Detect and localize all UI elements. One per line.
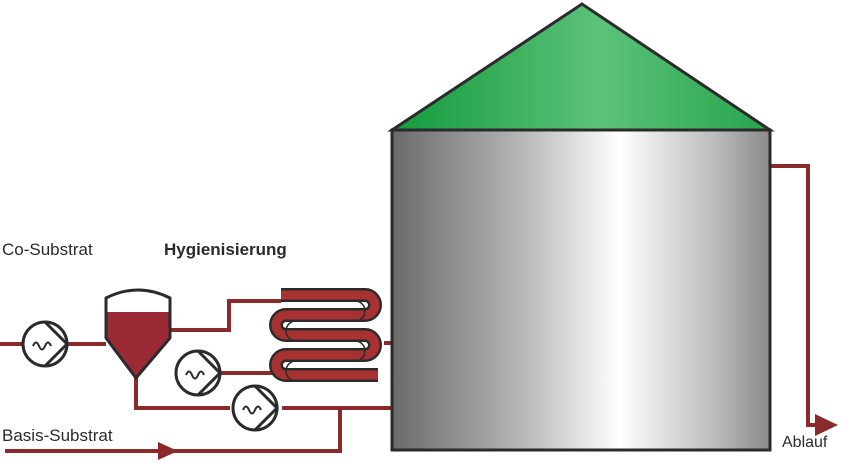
hygienization-tank-icon [104, 288, 172, 380]
digester-roof [387, 2, 775, 132]
co-substrate-label: Co-Substrat [2, 240, 93, 259]
pump-icon [21, 320, 70, 368]
outflow-label: Ablauf [782, 434, 828, 451]
pipes [0, 164, 818, 453]
hygienization-label: Hygienisierung [164, 240, 287, 259]
digester-body [390, 128, 772, 452]
pump-icon [174, 349, 223, 397]
base-substrate-arrow-icon [158, 442, 178, 460]
base-to-feed-pipe [5, 408, 342, 453]
heat-exchanger-icon [269, 288, 382, 382]
tank-to-pump-pipe [134, 378, 230, 410]
outflow-pipe [768, 164, 818, 427]
digester-silo-icon [387, 2, 775, 452]
tank-to-exchanger-pipe [170, 299, 281, 332]
pump-icon [231, 384, 280, 432]
outflow-arrow-icon [815, 414, 838, 436]
base-substrate-label: Basis-Substrat [2, 426, 113, 445]
